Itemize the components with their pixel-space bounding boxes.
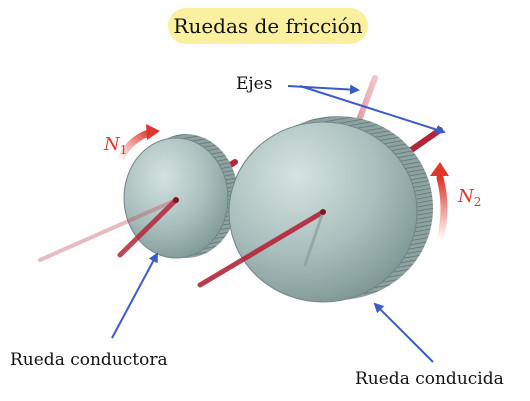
axle-big-front xyxy=(197,209,326,288)
rueda-conducida-label: Rueda conducida xyxy=(355,369,504,389)
big-axle-hub xyxy=(320,209,326,215)
rueda-conducida-arrow xyxy=(373,302,434,363)
ejes-arrow-front-axle xyxy=(299,85,446,135)
axle-small-front xyxy=(38,197,179,262)
small-axle-hub xyxy=(173,197,179,203)
rueda-conductora-label: Rueda conductora xyxy=(10,350,168,370)
rotation-arrow-n2 xyxy=(430,162,449,244)
ejes-pointer-arrows xyxy=(287,84,446,135)
n1-label: N1 xyxy=(103,134,127,157)
ejes-label: Ejes xyxy=(236,74,272,94)
small-wheel xyxy=(123,134,238,259)
title: Ruedas de fricción xyxy=(173,14,362,38)
ejes-arrow-back-axle xyxy=(287,84,360,95)
n2-label: N2 xyxy=(457,186,481,209)
rueda-conductora-arrow xyxy=(111,252,158,339)
rotation-arrow-n1 xyxy=(116,124,160,164)
big-wheel xyxy=(228,116,433,303)
title-badge: Ruedas de fricción xyxy=(168,8,368,44)
